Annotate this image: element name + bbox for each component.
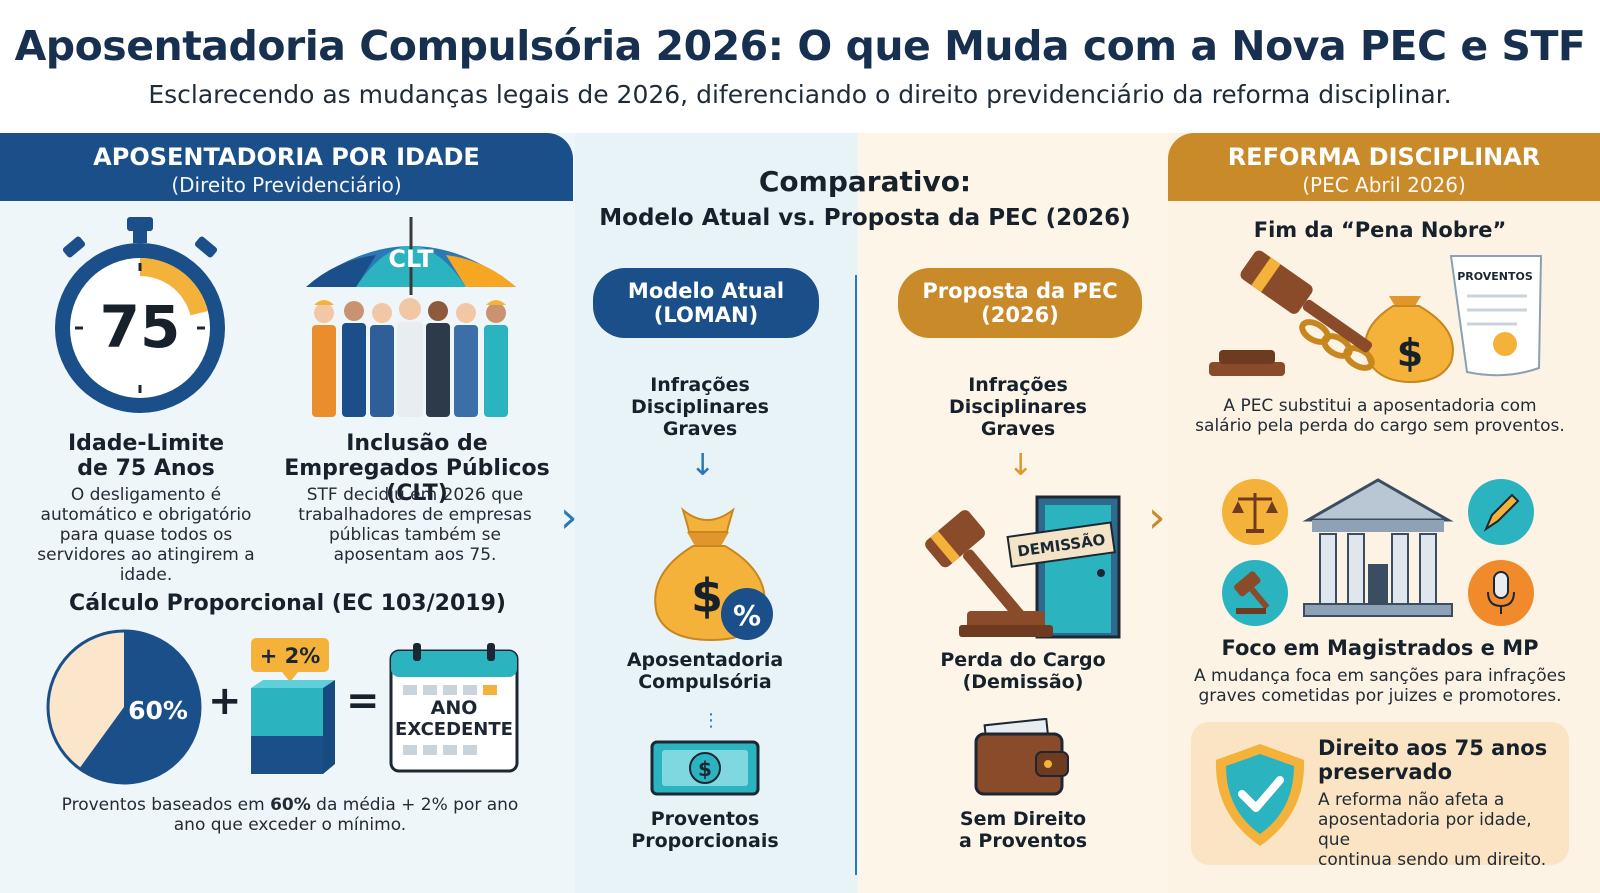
preserved-right-title: Direito aos 75 anos preservado — [1318, 736, 1548, 784]
courthouse-icon — [1302, 478, 1454, 617]
focus-title: Foco em Magistrados e MP — [1221, 636, 1539, 660]
footnote-post: da média + 2% por ano ano que exceder o … — [173, 795, 519, 835]
focus-text: A mudança foca em sanções para infrações… — [1194, 666, 1566, 706]
age-limit-text: O desligamento é automático e obrigatóri… — [37, 485, 255, 585]
umbrella-workers-icon: CLT — [306, 217, 516, 417]
calendar-label-1: ANO — [431, 697, 478, 719]
proposal-infractions-label: Infrações Disciplinares Graves — [949, 374, 1087, 440]
page-subtitle: Esclarecendo as mudanças legais de 2026,… — [148, 80, 1452, 109]
current-infractions-label: Infrações Disciplinares Graves — [631, 374, 769, 440]
pen-icon — [1468, 479, 1534, 545]
right-panel-header: REFORMA DISCIPLINAR (PEC Abril 2026) — [1168, 133, 1600, 201]
increment-badge: + 2% — [260, 644, 321, 668]
microphone-icon — [1468, 560, 1534, 626]
current-bottom-label: Proventos Proporcionais — [631, 808, 779, 852]
banknote-icon: $ — [650, 740, 760, 796]
pie-remainder-slice — [48, 631, 124, 769]
right-header-title: REFORMA DISCIPLINAR — [1227, 143, 1541, 171]
footnote-pre: Proventos baseados em — [61, 795, 271, 815]
comparison-title: Comparativo: — [758, 165, 972, 198]
calc-title: Cálculo Proporcional (EC 103/2019) — [69, 591, 506, 616]
left-header-title: APOSENTADORIA POR IDADE — [93, 143, 480, 171]
gavel-icon — [1222, 560, 1288, 626]
scales-icon — [1222, 479, 1288, 545]
stopwatch-icon: 75 — [55, 217, 225, 413]
divider-line — [855, 275, 857, 875]
empty-wallet-icon — [974, 718, 1069, 796]
proposal-pill: Proposta da PEC (2026) — [898, 268, 1142, 338]
clt-title: Inclusão de Empregados Públicos (CLT) — [284, 431, 550, 506]
footnote-bold: 60% — [270, 795, 311, 815]
current-result-label: Aposentadoria Compulsória — [626, 649, 784, 693]
pie-chart-60: 60% — [46, 629, 202, 785]
document-label: PROVENTOS — [1457, 270, 1533, 283]
gavel-chain-money-icon: PROVENTOS $ — [1209, 250, 1543, 384]
percent-badge: % — [733, 599, 761, 632]
age-limit-title: Idade-Limite de 75 Anos — [67, 431, 225, 481]
dotted-connector: ⋮ — [702, 710, 720, 731]
money-symbol: $ — [691, 569, 723, 623]
umbrella-label: CLT — [388, 245, 434, 273]
noble-penalty-text: A PEC substitui a aposentadoria com salá… — [1195, 396, 1565, 436]
clt-text: STF decidiu em 2026 que trabalhadores de… — [298, 485, 532, 565]
proposal-bottom-label: Sem Direito a Proventos — [958, 808, 1088, 852]
money-bag-icon: $ % — [654, 507, 773, 642]
pie-percent-label: 60% — [128, 696, 188, 725]
chevron-right-icon: › — [560, 492, 578, 543]
right-header-subtitle: (PEC Abril 2026) — [1302, 173, 1466, 197]
plus-operator: + — [208, 678, 242, 724]
increment-box-icon: + 2% — [251, 638, 335, 774]
shield-check-icon — [1215, 744, 1305, 846]
comparison-subtitle: Modelo Atual vs. Proposta da PEC (2026) — [599, 205, 1131, 231]
banknote-symbol: $ — [698, 757, 712, 781]
equals-operator: = — [346, 678, 380, 724]
stopwatch-number: 75 — [100, 293, 181, 361]
calendar-icon: ANO EXCEDENTE — [389, 643, 519, 773]
proposal-result-label: Perda do Cargo (Demissão) — [940, 649, 1106, 693]
calendar-label-2: EXCEDENTE — [395, 719, 513, 740]
left-header-subtitle: (Direito Previdenciário) — [171, 173, 402, 197]
current-model-pill: Modelo Atual (LOMAN) — [593, 268, 819, 338]
left-panel-header: APOSENTADORIA POR IDADE (Direito Previde… — [0, 133, 573, 201]
money-symbol: $ — [1397, 331, 1423, 375]
noble-penalty-title: Fim da “Pena Nobre” — [1253, 218, 1507, 242]
arrow-down-icon: ↓ — [690, 448, 716, 483]
chevron-right-icon: › — [1148, 492, 1166, 543]
gavel-door-icon: DEMISSÃO — [925, 495, 1121, 639]
arrow-down-icon: ↓ — [1008, 448, 1034, 483]
page-title: Aposentadoria Compulsória 2026: O que Mu… — [14, 22, 1586, 70]
preserved-right-text: A reforma não afeta a aposentadoria por … — [1318, 790, 1547, 870]
calc-footnote: Proventos baseados em 60% da média + 2% … — [40, 795, 540, 835]
